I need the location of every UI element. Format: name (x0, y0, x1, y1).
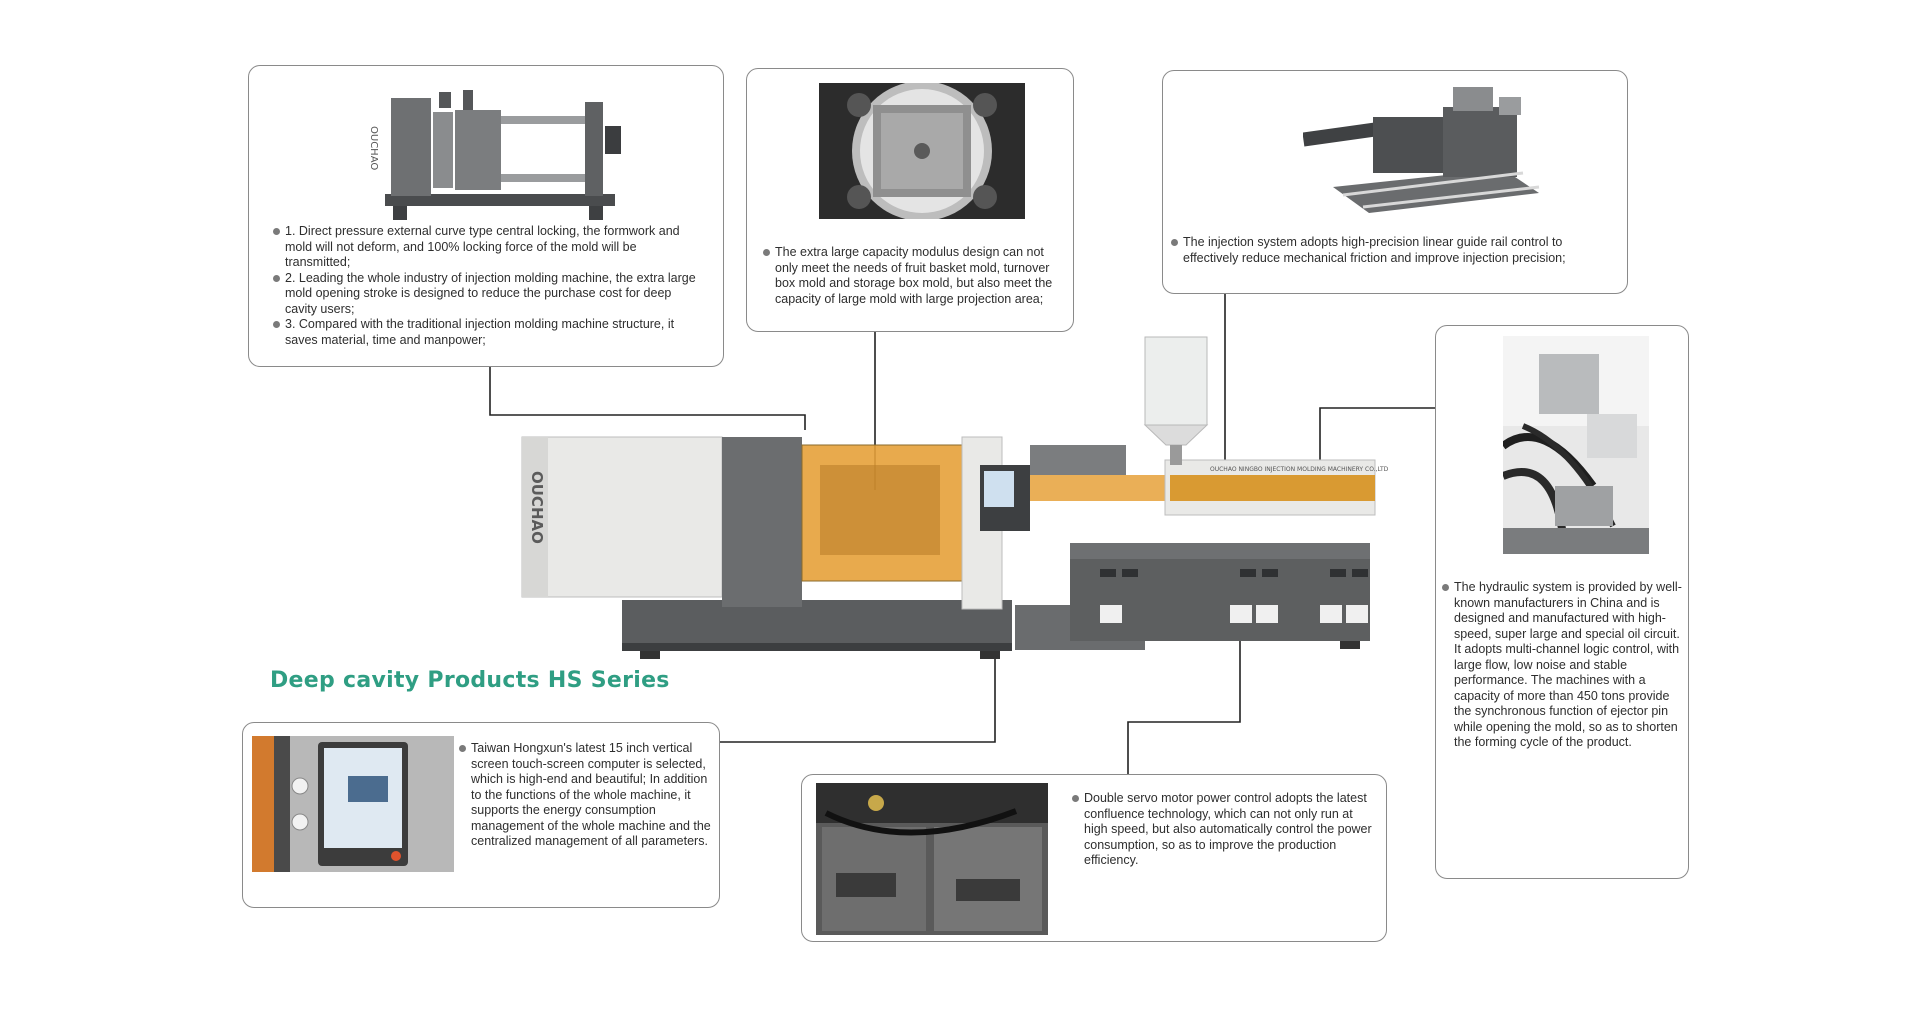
svg-text:OUCHAO: OUCHAO (368, 126, 379, 170)
callout-servo: Double servo motor power control adopts … (801, 774, 1387, 942)
hydraulic-text: The hydraulic system is provided by well… (1442, 580, 1684, 751)
machine-plate-text: OUCHAO NINGBO INJECTION MOLDING MACHINER… (1210, 466, 1389, 473)
callout-computer: Taiwan Hongxun's latest 15 inch vertical… (242, 722, 720, 908)
injection-molding-machine: OUCHAO OUCHAO NINGBO INJECTION MOLDING M… (521, 336, 1389, 659)
injection-unit-photo (1303, 77, 1543, 225)
leader-servo (1127, 610, 1241, 774)
injection-text: The injection system adopts high-precisi… (1171, 235, 1617, 266)
callout-clamping: OUCHAO 1. Direct pressure external curve… (248, 65, 724, 367)
callout-injection: The injection system adopts high-precisi… (1162, 70, 1628, 294)
clamping-item-3: 3. Compared with the traditional injecti… (273, 317, 705, 348)
computer-text: Taiwan Hongxun's latest 15 inch vertical… (459, 741, 713, 850)
servo-motor-photo (816, 783, 1048, 935)
mold-platen-photo (819, 83, 1025, 219)
clamping-item-1: 1. Direct pressure external curve type c… (273, 224, 705, 271)
clamping-item-2: 2. Leading the whole industry of injecti… (273, 271, 705, 318)
injection-item: The injection system adopts high-precisi… (1171, 235, 1617, 266)
callout-hydraulic: The hydraulic system is provided by well… (1435, 325, 1689, 879)
servo-text: Double servo motor power control adopts … (1072, 791, 1378, 869)
callout-mold: The extra large capacity modulus design … (746, 68, 1074, 332)
touchscreen-photo (252, 736, 454, 872)
clamping-unit-photo: OUCHAO (351, 86, 623, 226)
hydraulic-valve-photo (1503, 336, 1649, 554)
machine-brand-label: OUCHAO (528, 471, 546, 544)
mold-text: The extra large capacity modulus design … (763, 245, 1063, 307)
page-title: Deep cavity Products HS Series (270, 668, 670, 693)
mold-item: The extra large capacity modulus design … (763, 245, 1063, 307)
clamping-text: 1. Direct pressure external curve type c… (273, 224, 705, 348)
computer-item: Taiwan Hongxun's latest 15 inch vertical… (459, 741, 713, 850)
leader-clamping (489, 367, 806, 430)
servo-item: Double servo motor power control adopts … (1072, 791, 1378, 869)
hydraulic-item: The hydraulic system is provided by well… (1442, 580, 1684, 751)
